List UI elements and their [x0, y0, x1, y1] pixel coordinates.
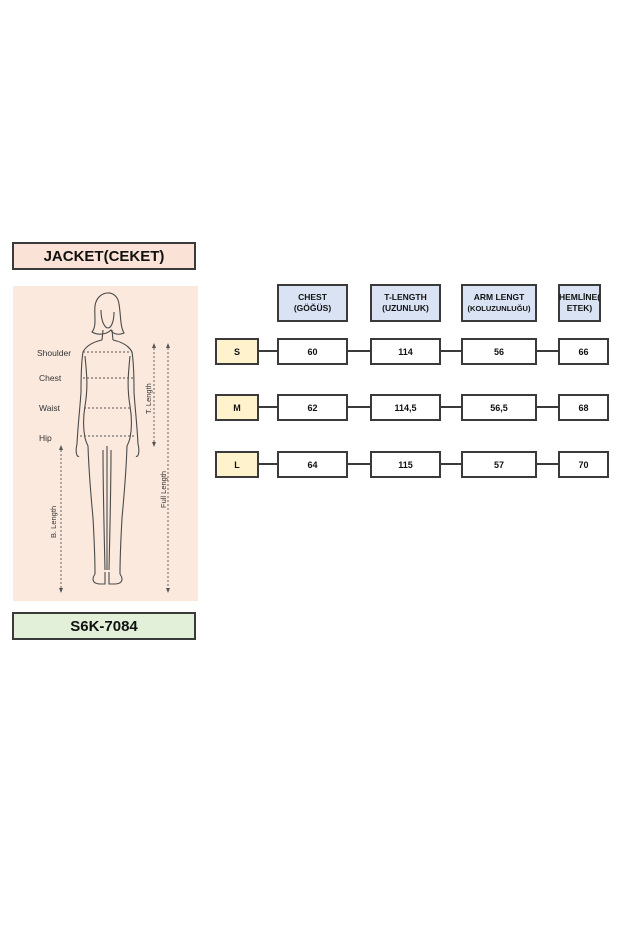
hip-label: Hip	[39, 433, 52, 443]
row-connector	[259, 350, 277, 352]
row-connector	[537, 350, 558, 352]
row-connector	[348, 406, 370, 408]
l-chest-value: 64	[277, 451, 348, 478]
body-measurement-figure: Shoulder Chest Waist Hip T. Length B. Le…	[13, 286, 198, 601]
full-length-label: Full Length	[159, 470, 168, 508]
shoulder-label: Shoulder	[37, 348, 72, 358]
header-t-length-title: T-LENGTH	[384, 292, 427, 302]
body-silhouette-illustration	[59, 292, 170, 593]
header-chest-title: CHEST	[298, 292, 327, 302]
l-t-length-value: 115	[370, 451, 441, 478]
m-arm-length-value: 56,5	[461, 394, 537, 421]
m-hemline-value: 68	[558, 394, 609, 421]
header-hemline: HEMLİNE( ETEK)	[558, 284, 601, 322]
header-t-length-sub: (UZUNLUK)	[382, 303, 429, 313]
garment-title: JACKET(CEKET)	[12, 242, 196, 270]
s-chest-value: 60	[277, 338, 348, 365]
header-chest-sub: (GÖĞÜS)	[293, 303, 332, 313]
header-t-length: T-LENGTH (UZUNLUK)	[370, 284, 441, 322]
s-hemline-value: 66	[558, 338, 609, 365]
header-hemline-title: HEMLİNE(	[558, 292, 601, 302]
m-chest-value: 62	[277, 394, 348, 421]
l-arm-length-value: 57	[461, 451, 537, 478]
header-arm-length-sub: (KOLUZUNLUĞU)	[467, 304, 531, 313]
b-length-label: B. Length	[49, 505, 58, 538]
row-connector	[348, 463, 370, 465]
size-l-label: L	[215, 451, 259, 478]
s-arm-length-value: 56	[461, 338, 537, 365]
header-arm-length-title: ARM LENGT	[473, 292, 525, 302]
row-connector	[441, 350, 461, 352]
row-connector	[348, 350, 370, 352]
header-chest: CHEST (GÖĞÜS)	[277, 284, 348, 322]
header-arm-length: ARM LENGT (KOLUZUNLUĞU)	[461, 284, 537, 322]
chest-label: Chest	[39, 373, 62, 383]
row-connector	[441, 406, 461, 408]
row-connector	[441, 463, 461, 465]
size-m-label: M	[215, 394, 259, 421]
m-t-length-value: 114,5	[370, 394, 441, 421]
row-connector	[537, 463, 558, 465]
row-connector	[537, 406, 558, 408]
t-length-label: T. Length	[144, 383, 153, 414]
s-t-length-value: 114	[370, 338, 441, 365]
l-hemline-value: 70	[558, 451, 609, 478]
product-code: S6K-7084	[12, 612, 196, 640]
header-hemline-sub: ETEK)	[566, 303, 593, 313]
size-s-label: S	[215, 338, 259, 365]
row-connector	[259, 463, 277, 465]
waist-label: Waist	[39, 403, 60, 413]
row-connector	[259, 406, 277, 408]
